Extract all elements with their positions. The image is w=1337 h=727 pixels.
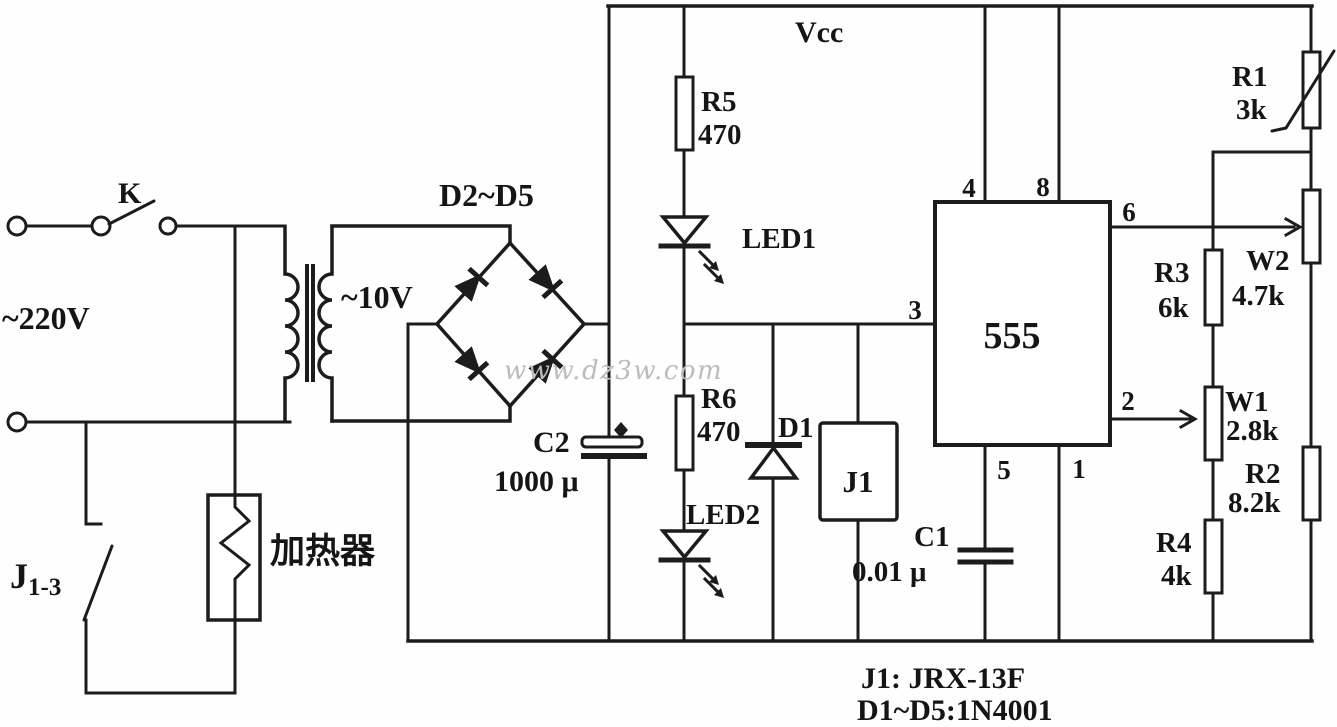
r6-label: R6 bbox=[701, 383, 736, 415]
resistor-r3-body bbox=[1203, 248, 1224, 327]
flyback-diode-d1 bbox=[745, 322, 802, 643]
terminal-icon bbox=[6, 215, 28, 237]
mains-voltage-label: ~220V bbox=[2, 300, 90, 336]
w1-value: 2.8k bbox=[1226, 415, 1279, 447]
r3-value: 6k bbox=[1158, 292, 1190, 324]
led2-branch bbox=[658, 322, 724, 643]
pin1-label: 1 bbox=[1072, 454, 1086, 484]
r2-value: 8.2k bbox=[1228, 487, 1281, 519]
led-arrow-icon bbox=[697, 249, 719, 271]
r4-label: R4 bbox=[1156, 527, 1191, 559]
relay-contact-sub: 1-3 bbox=[28, 574, 61, 601]
terminal-icon bbox=[158, 216, 178, 236]
w2-label: W2 bbox=[1246, 245, 1290, 277]
pin3-label: 3 bbox=[908, 295, 922, 325]
pin6-label: 6 bbox=[1122, 197, 1136, 227]
pot-w2-body bbox=[1301, 188, 1322, 265]
timer-555 bbox=[933, 4, 1296, 643]
bridge-diode-icon bbox=[454, 346, 490, 382]
led-arrow-icon bbox=[702, 262, 724, 284]
resistor-r6-body bbox=[674, 394, 695, 472]
pin8-label: 8 bbox=[1036, 172, 1050, 202]
led-arrow-icon bbox=[697, 563, 719, 585]
resistor-r5-body bbox=[674, 75, 695, 152]
c2-label: C2 bbox=[533, 426, 570, 459]
cap-plate-icon bbox=[580, 435, 644, 449]
ic-555-box bbox=[933, 200, 1112, 447]
heater-label: 加热器 bbox=[270, 532, 376, 571]
heater-branch bbox=[82, 224, 262, 695]
bridge-diode-icon bbox=[528, 264, 564, 300]
r1-value: 3k bbox=[1236, 94, 1268, 126]
d1-label: D1 bbox=[778, 412, 813, 444]
relay-j1 bbox=[818, 322, 899, 643]
led2-label: LED2 bbox=[686, 499, 760, 531]
r5-value: 470 bbox=[698, 119, 742, 151]
secondary-voltage-label: ~10V bbox=[341, 279, 413, 315]
terminal-icon bbox=[6, 411, 28, 433]
secondary-coil-icon bbox=[317, 225, 334, 423]
led1-branch bbox=[658, 4, 724, 326]
led2-icon bbox=[659, 529, 710, 560]
thermistor-chain bbox=[1211, 4, 1336, 643]
pin4-label: 4 bbox=[962, 173, 976, 203]
switch-k-label: K bbox=[118, 177, 142, 210]
mains-input bbox=[6, 199, 292, 433]
timing-cap-c1 bbox=[957, 547, 1014, 565]
r6-value: 470 bbox=[697, 416, 741, 448]
r2-label: R2 bbox=[1245, 458, 1280, 490]
setpoint-chain bbox=[1178, 150, 1224, 643]
relay-j1-label: J1 bbox=[843, 464, 874, 499]
transformer bbox=[283, 225, 334, 423]
relay-contact-label: J1-3 bbox=[10, 556, 61, 601]
led-arrow-icon bbox=[702, 576, 724, 598]
pot-w1-body bbox=[1203, 385, 1224, 462]
power-rails bbox=[406, 4, 1314, 643]
switch-k-blade bbox=[107, 199, 156, 226]
r1-label: R1 bbox=[1232, 61, 1267, 93]
bridge-label: D2~D5 bbox=[439, 177, 534, 213]
filter-cap-c2 bbox=[580, 422, 647, 459]
plus-polarity-icon bbox=[614, 422, 628, 438]
thermistor-r1-body bbox=[1301, 50, 1322, 130]
note-relay-type: J1: JRX-13F bbox=[861, 662, 1025, 695]
heater-element-icon bbox=[218, 493, 252, 622]
r3-label: R3 bbox=[1154, 257, 1189, 289]
pin5-label: 5 bbox=[997, 455, 1011, 485]
relay-contact-blade bbox=[82, 544, 114, 622]
w2-wiper-arrow-icon bbox=[1283, 216, 1304, 238]
ic-555-label: 555 bbox=[984, 315, 1041, 357]
r4-value: 4k bbox=[1161, 560, 1193, 592]
resistor-r2-body bbox=[1301, 445, 1322, 522]
bridge-rectifier bbox=[330, 224, 611, 643]
note-diode-type: D1~D5:1N4001 bbox=[857, 694, 1053, 727]
w1-label: W1 bbox=[1225, 386, 1269, 418]
bridge-diode-icon bbox=[454, 266, 490, 302]
r5-label: R5 bbox=[701, 86, 736, 118]
terminal-icon bbox=[90, 215, 112, 237]
bridge-diode-icon bbox=[528, 348, 564, 384]
thermistor-slash-icon bbox=[1270, 49, 1336, 133]
relay-contact-main: J bbox=[10, 556, 28, 596]
c2-value: 1000 μ bbox=[494, 465, 579, 498]
pin2-label: 2 bbox=[1121, 386, 1135, 416]
c1-label: C1 bbox=[914, 521, 949, 553]
w2-value: 4.7k bbox=[1232, 280, 1285, 312]
led1-icon bbox=[659, 215, 710, 246]
w1-wiper-arrow-icon bbox=[1178, 408, 1199, 430]
watermark: www.dz3w.com bbox=[504, 356, 723, 386]
vcc-label: Vcc bbox=[795, 16, 843, 49]
c1-value: 0.01 μ bbox=[852, 556, 927, 588]
led1-label: LED1 bbox=[742, 223, 816, 255]
primary-coil-icon bbox=[283, 225, 300, 423]
diode-d1-icon bbox=[747, 445, 800, 480]
resistor-r4-body bbox=[1203, 518, 1224, 595]
